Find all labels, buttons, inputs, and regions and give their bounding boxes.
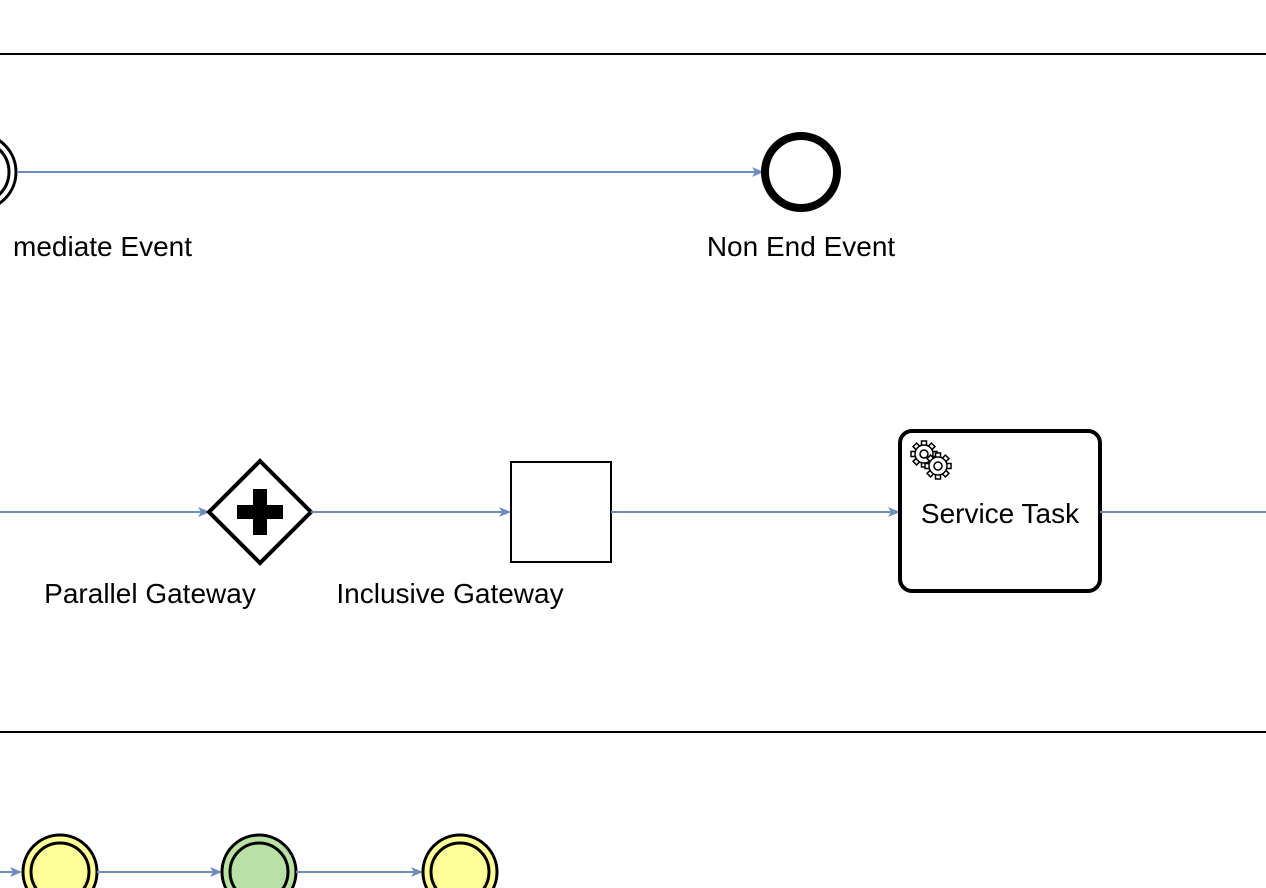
service-task-label: Service Task bbox=[921, 498, 1080, 529]
non-end-event-label: Non End Event bbox=[707, 231, 896, 262]
gear-icon bbox=[910, 440, 952, 480]
intermediate-event-label: mediate Event bbox=[13, 231, 192, 262]
parallel-gateway-label: Parallel Gateway bbox=[44, 578, 256, 609]
service-task[interactable]: Service Task bbox=[898, 429, 1102, 593]
yellow-intermediate-event-1[interactable] bbox=[21, 833, 99, 888]
green-intermediate-event[interactable] bbox=[220, 833, 298, 888]
yellow-intermediate-event-2[interactable] bbox=[421, 833, 499, 888]
non-end-event[interactable] bbox=[761, 132, 841, 212]
parallel-gateway[interactable] bbox=[206, 458, 314, 566]
plus-icon bbox=[237, 489, 283, 535]
intermediate-event[interactable] bbox=[0, 134, 18, 210]
inclusive-gateway[interactable] bbox=[510, 461, 612, 563]
inclusive-gateway-label: Inclusive Gateway bbox=[336, 578, 563, 609]
